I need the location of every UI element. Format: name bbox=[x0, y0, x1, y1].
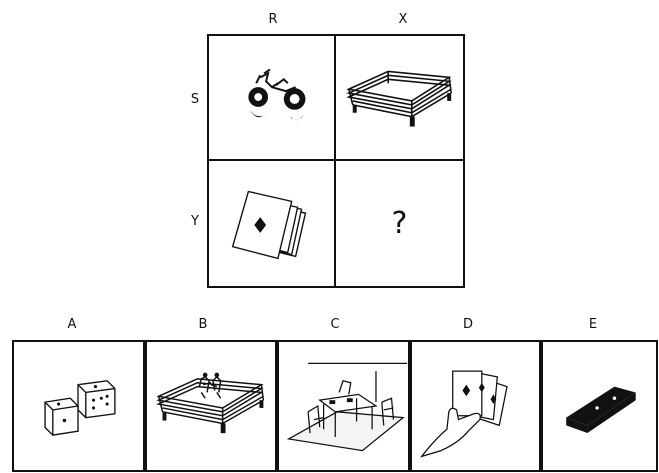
col-label-r: R bbox=[263, 13, 283, 27]
boxing-ring-with-boxers-icon bbox=[147, 342, 275, 470]
option-d[interactable] bbox=[410, 340, 541, 472]
option-label-e: E bbox=[583, 318, 603, 332]
answer-options bbox=[12, 340, 658, 472]
cell-x-y: ? bbox=[336, 161, 463, 286]
option-label-d: D bbox=[458, 318, 478, 332]
card-table-scene-icon bbox=[279, 342, 408, 470]
row-label-y: Y bbox=[185, 215, 205, 229]
question-mark: ? bbox=[336, 161, 463, 286]
dice-icon bbox=[14, 342, 143, 470]
playing-cards-icon bbox=[209, 161, 334, 286]
option-label-b: B bbox=[193, 318, 213, 332]
domino-icon bbox=[543, 342, 656, 470]
cell-x-s bbox=[336, 36, 463, 161]
option-label-a: A bbox=[62, 318, 82, 332]
cell-r-s bbox=[209, 36, 336, 161]
option-b[interactable] bbox=[145, 340, 277, 472]
col-label-x: X bbox=[393, 13, 413, 27]
hand-holding-cards-icon bbox=[412, 342, 539, 470]
option-e[interactable] bbox=[541, 340, 658, 472]
option-c[interactable] bbox=[277, 340, 410, 472]
bicycle-icon bbox=[209, 36, 334, 159]
option-label-c: C bbox=[325, 318, 345, 332]
analogy-matrix: ? bbox=[207, 34, 465, 288]
cell-r-y bbox=[209, 161, 336, 286]
boxing-ring-icon bbox=[336, 36, 463, 159]
row-label-s: S bbox=[185, 93, 205, 107]
option-a[interactable] bbox=[12, 340, 145, 472]
